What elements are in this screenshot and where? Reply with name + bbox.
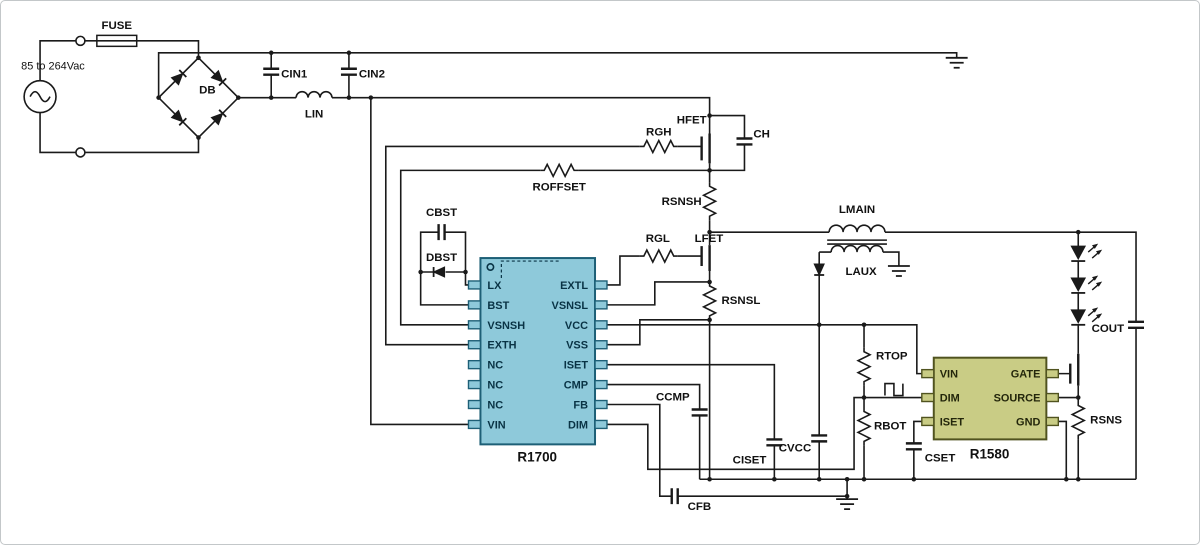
label-hfet: HFET [677, 115, 707, 127]
ac-terminal-bottom [75, 147, 86, 158]
pin-label: FB [573, 399, 588, 411]
pin-label: DIM [568, 419, 588, 431]
ground-icon [944, 56, 969, 69]
label-roffset: ROFFSET [532, 181, 585, 193]
ic-r1580: VIN DIM ISET GATE SOURCE GND R1580 [921, 356, 1060, 461]
label-cout: COUT [1092, 323, 1124, 335]
ac-source [23, 35, 86, 158]
label-laux: LAUX [845, 266, 877, 278]
pwm-waveform-icon [884, 382, 904, 397]
led-icon [1070, 245, 1087, 262]
label-db: DB [199, 85, 216, 97]
pin-label: BST [487, 300, 509, 312]
ic-r1580-pin-stubs [921, 368, 1060, 427]
pin-label: EXTH [487, 340, 516, 352]
label-lin: LIN [305, 109, 323, 121]
ic-r1700: LX BST VSNSH EXTH NC NC NC VIN EXTL VSNS… [467, 257, 608, 464]
pin-label: ISET [564, 360, 589, 372]
label-rgl: RGL [646, 233, 670, 245]
pin-label: EXTL [560, 280, 588, 292]
ac-terminal-top [75, 35, 86, 47]
pin-label: GATE [1011, 369, 1041, 381]
label-cset: CSET [925, 452, 956, 464]
hfet-symbol [700, 133, 711, 164]
resistor-rsns [1071, 400, 1086, 441]
component-labels: FUSE 85 to 264Vac DB CIN1 CIN2 LIN RGH H… [21, 20, 1124, 513]
lfet-symbol [700, 245, 711, 272]
resistor-rsnsl [702, 281, 717, 321]
pin-label: VIN [940, 369, 958, 381]
label-lmain: LMAIN [839, 204, 875, 216]
resistor-rtop [857, 346, 871, 387]
led-string [1070, 242, 1103, 326]
internal-dashed-link [500, 260, 561, 278]
label-rsnsh: RSNSH [662, 196, 702, 208]
dimming-fet-symbol [1069, 353, 1080, 386]
pin-label: VCC [565, 320, 588, 332]
label-ciset: CISET [733, 454, 767, 466]
label-fuse: FUSE [102, 20, 133, 32]
ic-r1700-name: R1700 [517, 449, 557, 464]
pin-label: ISET [940, 416, 965, 428]
pin-label: GND [1016, 416, 1040, 428]
pin-label: VIN [487, 419, 505, 431]
resistor-rsnsh [702, 181, 717, 221]
pin-label: VSNSL [552, 300, 589, 312]
label-lfet: LFET [695, 233, 724, 245]
led-icon [1070, 277, 1087, 294]
label-rsns: RSNS [1090, 414, 1122, 426]
ic-r1700-pin-stubs [467, 280, 608, 430]
pin1-marker-icon [486, 263, 495, 272]
ic-r1580-name: R1580 [970, 446, 1010, 461]
ground-icon [835, 498, 859, 511]
pin-label: VSS [566, 340, 588, 352]
wires [39, 40, 1137, 500]
label-rtop: RTOP [876, 351, 908, 363]
label-cfb: CFB [688, 501, 712, 513]
resistor-rgh [639, 139, 679, 154]
pin-label: NC [487, 380, 503, 392]
label-input-voltage: 85 to 264Vac [21, 61, 85, 73]
junction-dots [156, 50, 1081, 499]
label-ch: CH [753, 128, 770, 140]
resistor-roffset [539, 163, 579, 178]
capacitor-plates [263, 67, 1144, 505]
led-icon [1070, 308, 1087, 326]
pin-label: DIM [940, 393, 960, 405]
label-ccmp: CCMP [656, 392, 690, 404]
resistor-rgl [639, 249, 679, 263]
resistor-rbot [857, 406, 871, 447]
pin-label: VSNSH [487, 320, 525, 332]
pin-label: CMP [564, 380, 588, 392]
label-rbot: RBOT [874, 420, 906, 432]
label-cvcc: CVCC [779, 442, 811, 454]
main-inductor [827, 224, 887, 253]
label-rgh: RGH [646, 127, 671, 139]
pin-label: NC [487, 360, 503, 372]
ground-icon [887, 265, 911, 277]
bootstrap-diode [432, 266, 446, 278]
aux-rectifier-diode [813, 263, 826, 276]
fuse [96, 34, 138, 48]
pin-label: SOURCE [994, 393, 1041, 405]
label-dbst: DBST [426, 252, 457, 264]
mosfets [700, 133, 1080, 386]
label-rsnsl: RSNSL [722, 295, 761, 307]
label-cbst: CBST [426, 207, 457, 219]
aux-winding [830, 244, 884, 253]
pin-label: LX [487, 280, 502, 292]
bridge-rectifier [157, 56, 240, 139]
pin-label: NC [487, 399, 503, 411]
label-cin2: CIN2 [359, 69, 385, 81]
input-inductor [295, 90, 333, 98]
label-cin1: CIN1 [281, 69, 308, 81]
